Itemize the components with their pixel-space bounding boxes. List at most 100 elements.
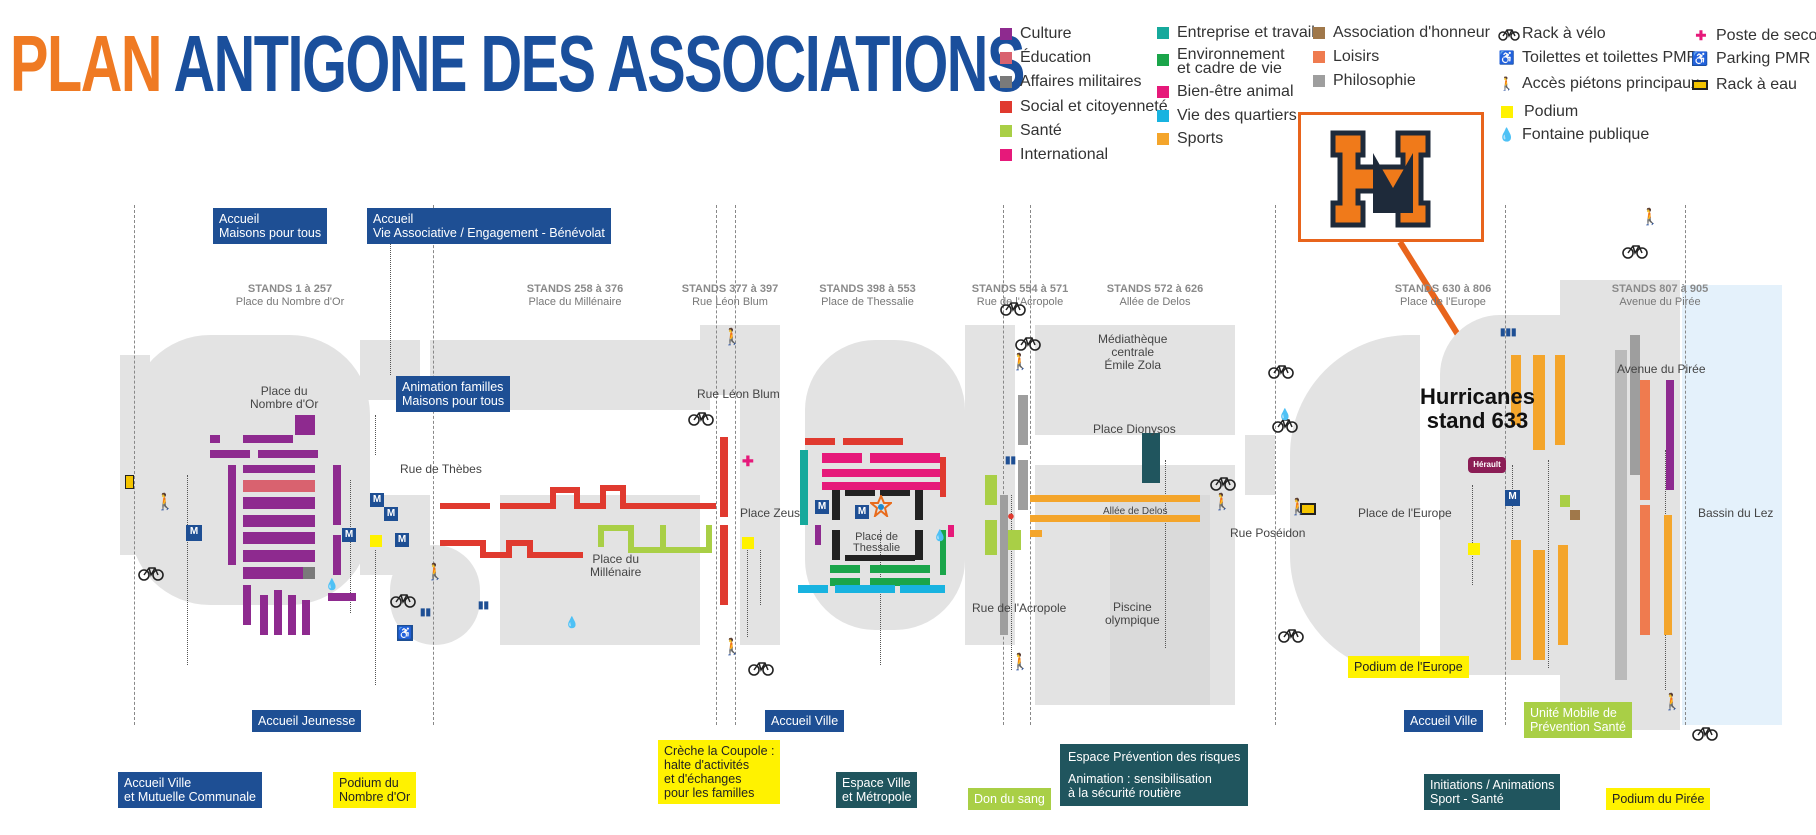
bike-icon (1692, 727, 1718, 741)
pedestrian-icon: 🚶 (1640, 209, 1660, 226)
stand-place: Place de l'Europe (1400, 296, 1486, 308)
map-label-text: olympique (1105, 613, 1160, 627)
legend-label: Culture (1020, 25, 1072, 42)
box-text: et Mutuelle Communale (124, 790, 257, 804)
pedestrian-icon: 🚶 (1662, 694, 1682, 711)
legend-label: Podium (1524, 103, 1579, 120)
stand-place: Place du Millénaire (528, 296, 622, 308)
box-text: et d'échanges (664, 772, 742, 786)
stand-place: Avenue du Pirée (1619, 296, 1701, 308)
stall-social (512, 540, 527, 546)
bike-icon (1210, 477, 1236, 491)
legend-label: Parking PMR (1716, 50, 1811, 67)
box-don-du-sang: Don du sang (968, 788, 1051, 810)
legend-podium: Podium (1498, 103, 1579, 120)
stall-environnement (870, 565, 930, 573)
map-label-text: Médiathèque (1098, 332, 1168, 346)
box-text: Initiations / Animations (1430, 778, 1555, 792)
stand-place: Rue Léon Blum (692, 296, 768, 308)
legend-culture: Culture (1000, 25, 1072, 42)
pedestrian-icon: 🚶 (1498, 76, 1516, 91)
metro-icon: M (815, 500, 829, 514)
stall-culture (302, 600, 310, 635)
legend-label: Bien-être animal (1177, 83, 1294, 100)
leader-line (1165, 460, 1166, 648)
stall-loisirs (1640, 505, 1650, 635)
swatch (1000, 125, 1012, 137)
box-text: Animation : sensibilisation (1068, 772, 1212, 786)
stall-environnement (940, 530, 946, 575)
label-bassin-lez: Bassin du Lez (1698, 506, 1774, 520)
fountain-icon: 💧 (565, 617, 579, 629)
metro-icon: M (855, 505, 869, 519)
legend-label: Entreprise et travail (1177, 24, 1315, 41)
box-text: Vie Associative / Engagement - Bénévolat (373, 226, 605, 240)
fountain-icon: 💧 (1498, 127, 1516, 142)
section-divider (134, 205, 135, 725)
legend-education: Éducation (1000, 50, 1091, 66)
box-text: Podium du (339, 776, 399, 790)
stall-sante (1560, 495, 1570, 507)
stall-social (440, 503, 490, 509)
blood-drop-icon: ● (1007, 508, 1015, 523)
hurricanes-logo (1330, 130, 1431, 228)
bike-icon (1498, 27, 1520, 41)
leader-line (187, 475, 188, 665)
stand-title: STANDS 398 à 553 (819, 283, 916, 295)
stall-sports (1511, 355, 1521, 425)
stall-social (574, 487, 580, 509)
swatch (1157, 27, 1169, 39)
label-rue-poseidon: Rue Poséidon (1230, 526, 1306, 540)
stall-social (500, 503, 550, 509)
map-label-text: centrale (1111, 345, 1155, 359)
map-label-text: Émile Zola (1104, 358, 1162, 372)
legend-international: International (1000, 147, 1108, 163)
stall-social (720, 525, 728, 605)
map-block (1035, 325, 1235, 435)
legend-first-aid: ✚Poste de secours (1692, 27, 1816, 44)
box-text: Accueil (219, 212, 260, 226)
legend-label: Fontaine publique (1522, 126, 1650, 143)
legend-label-line2: et cadre de vie (1177, 60, 1282, 77)
leader-line (390, 215, 391, 375)
stall-culture (243, 532, 315, 544)
stall-philosophie (1615, 350, 1627, 680)
stall-black (832, 490, 840, 520)
box-accueil-jeunesse: Accueil Jeunesse (252, 710, 362, 732)
map-block (1245, 435, 1275, 495)
legend-label: Toilettes et toilettes PMR (1522, 49, 1699, 66)
stall-culture (243, 465, 315, 473)
label-place-europe: Place de l'Europe (1358, 506, 1452, 520)
swatch (1157, 54, 1169, 66)
pedestrian-icon: 🚶 (1212, 494, 1232, 511)
stall-culture (243, 435, 293, 443)
stall-social (486, 552, 506, 558)
map-label-text: Thessalie (853, 542, 901, 554)
map-block (120, 355, 150, 555)
stall-culture (288, 595, 296, 635)
legend-vie-quartiers: Vie des quartiers (1157, 108, 1297, 124)
leader-line (375, 415, 376, 455)
stall-environnement (830, 565, 860, 573)
legend-philosophie: Philosophie (1313, 73, 1416, 89)
stand-title: STANDS 377 à 397 (681, 283, 779, 295)
toilet-icon: ▮▮▮ (1500, 327, 1517, 338)
stall-sante (598, 525, 628, 531)
stall-environnement (830, 578, 860, 586)
legend-label: Poste de secours (1716, 27, 1816, 44)
box-text: Crèche la Coupole : (664, 744, 775, 758)
label-allee-delos: Allée de Delos (1103, 506, 1168, 517)
toilet-icon: ♿ (1498, 50, 1516, 65)
bike-icon (390, 594, 416, 608)
legend-label: Sports (1177, 130, 1224, 147)
stall-social (805, 438, 835, 445)
